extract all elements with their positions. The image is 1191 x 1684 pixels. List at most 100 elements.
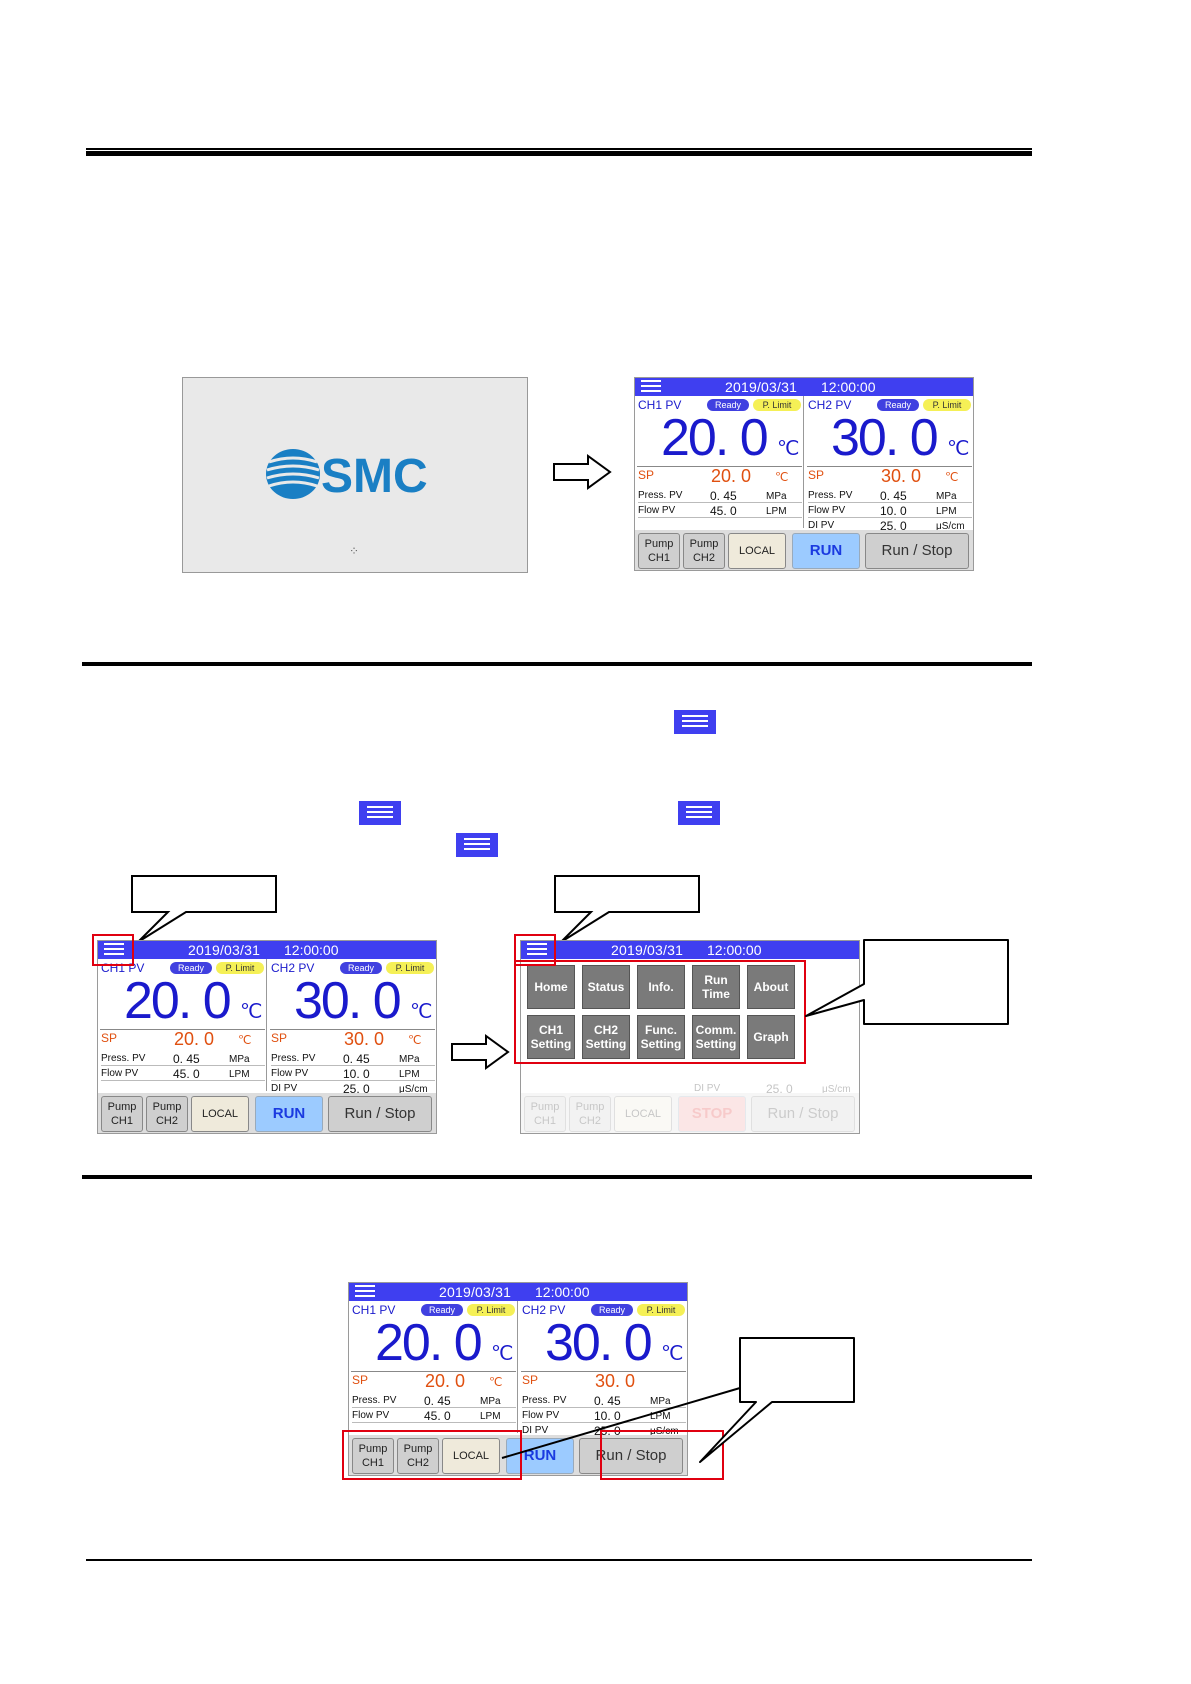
run-button[interactable]: RUN	[506, 1438, 574, 1474]
local-button[interactable]: LOCAL	[191, 1096, 249, 1132]
highlight-box	[514, 934, 556, 966]
plimit-badge: P. Limit	[923, 399, 971, 411]
callout-bubble	[130, 874, 280, 944]
ch2-pv-value: 30. 0	[294, 972, 402, 1030]
menu-comm-setting-button[interactable]: Comm.Setting	[692, 1015, 740, 1059]
ch2-pv-unit: ℃	[661, 1343, 684, 1365]
ready-badge: Ready	[170, 962, 212, 974]
ch2-pv-unit: ℃	[410, 1001, 433, 1023]
ch1-sp-unit: ℃	[238, 1033, 252, 1047]
ch1-sp-value[interactable]: 20. 0	[711, 466, 752, 486]
ch2-sp-unit: ℃	[945, 470, 959, 484]
ch1-label: CH1 PV	[352, 1303, 396, 1317]
menu-func-setting-button[interactable]: Func.Setting	[637, 1015, 685, 1059]
highlight-box	[600, 1430, 724, 1480]
plimit-badge: P. Limit	[637, 1304, 685, 1316]
ch1-label: CH1 PV	[638, 398, 682, 412]
menu-icon	[359, 801, 401, 825]
ch2-sp-label: SP	[522, 1373, 539, 1387]
local-button: LOCAL	[614, 1096, 672, 1132]
highlight-box	[514, 960, 806, 1064]
local-button[interactable]: LOCAL	[442, 1438, 500, 1474]
plimit-badge: P. Limit	[753, 399, 801, 411]
run-button[interactable]: RUN	[255, 1096, 323, 1132]
run-stop-button[interactable]: Run / Stop	[865, 533, 969, 569]
menu-icon[interactable]	[104, 943, 124, 957]
run-button[interactable]: RUN	[792, 533, 860, 569]
ch2-sp-value[interactable]: 30. 0	[881, 466, 922, 486]
menu-about-button[interactable]: About	[747, 965, 795, 1009]
menu-icon[interactable]	[355, 1285, 375, 1299]
section-rule	[82, 662, 1032, 666]
ch1-sp-label: SP	[101, 1031, 118, 1045]
stop-button: STOP	[678, 1096, 746, 1132]
local-button[interactable]: LOCAL	[728, 533, 786, 569]
ch2-label: CH2 PV	[271, 961, 315, 975]
splash-screen: SMC ⁘	[182, 377, 528, 573]
loading-spinner-icon: ⁘	[349, 544, 360, 558]
section-rule	[82, 1175, 1032, 1179]
ch1-sp-unit: ℃	[489, 1375, 503, 1389]
panel-header: 2019/03/31 12:00:00	[521, 941, 859, 959]
ch2-sp-value[interactable]: 30. 0	[344, 1029, 385, 1049]
ch1-section: CH1 PV Ready P. Limit 20. 0 ℃ SP 20. 0 ℃…	[349, 1301, 518, 1433]
ready-badge: Ready	[421, 1304, 463, 1316]
ch1-pv-value: 20. 0	[661, 409, 769, 467]
ch2-pv-value: 30. 0	[545, 1314, 653, 1372]
plimit-badge: P. Limit	[467, 1304, 515, 1316]
ch1-pv-value: 20. 0	[124, 972, 232, 1030]
ch1-pv-unit: ℃	[240, 1001, 263, 1023]
ch2-section: CH2 PV Ready P. Limit 30. 0 ℃ SP 30. 0 ℃…	[268, 959, 436, 1096]
time: 12:00:00	[284, 942, 339, 958]
panel-header: 2019/03/31 12:00:00	[98, 941, 436, 959]
menu-icon[interactable]	[641, 380, 661, 394]
time: 12:00:00	[821, 379, 876, 395]
ch1-section: CH1 PV Ready P. Limit 20. 0 ℃ SP 20. 0 ℃…	[98, 959, 267, 1091]
callout-bubble	[553, 874, 703, 944]
callout-bubble	[500, 1336, 860, 1466]
menu-graph-button[interactable]: Graph	[747, 1015, 795, 1059]
ch2-pv-value: 30. 0	[831, 409, 939, 467]
callout-bubble	[804, 938, 1014, 1028]
ch2-section: CH2 PV Ready P. Limit 30. 0 ℃ SP 30. 0 ℃…	[805, 396, 973, 533]
run-stop-button[interactable]: Run / Stop	[328, 1096, 432, 1132]
menu-status-button[interactable]: Status	[582, 965, 630, 1009]
ch2-pv-unit: ℃	[947, 438, 970, 460]
ch2-sp-value[interactable]: 30. 0	[595, 1371, 636, 1391]
ready-badge: Ready	[877, 399, 919, 411]
menu-info-button[interactable]: Info.	[637, 965, 685, 1009]
arrow-right-icon	[450, 1034, 510, 1070]
time: 12:00:00	[707, 942, 762, 958]
ch1-sp-unit: ℃	[775, 470, 789, 484]
bottom-rule	[86, 1559, 1032, 1561]
menu-home-button[interactable]: Home	[527, 965, 575, 1009]
menu-icon[interactable]	[527, 943, 547, 957]
ch1-sp-value[interactable]: 20. 0	[174, 1029, 215, 1049]
run-stop-button[interactable]: Run / Stop	[579, 1438, 683, 1474]
ch1-sp-value[interactable]: 20. 0	[425, 1371, 466, 1391]
ch1-pv-unit: ℃	[491, 1343, 514, 1365]
ch2-label: CH2 PV	[808, 398, 852, 412]
menu-icon	[456, 833, 498, 857]
